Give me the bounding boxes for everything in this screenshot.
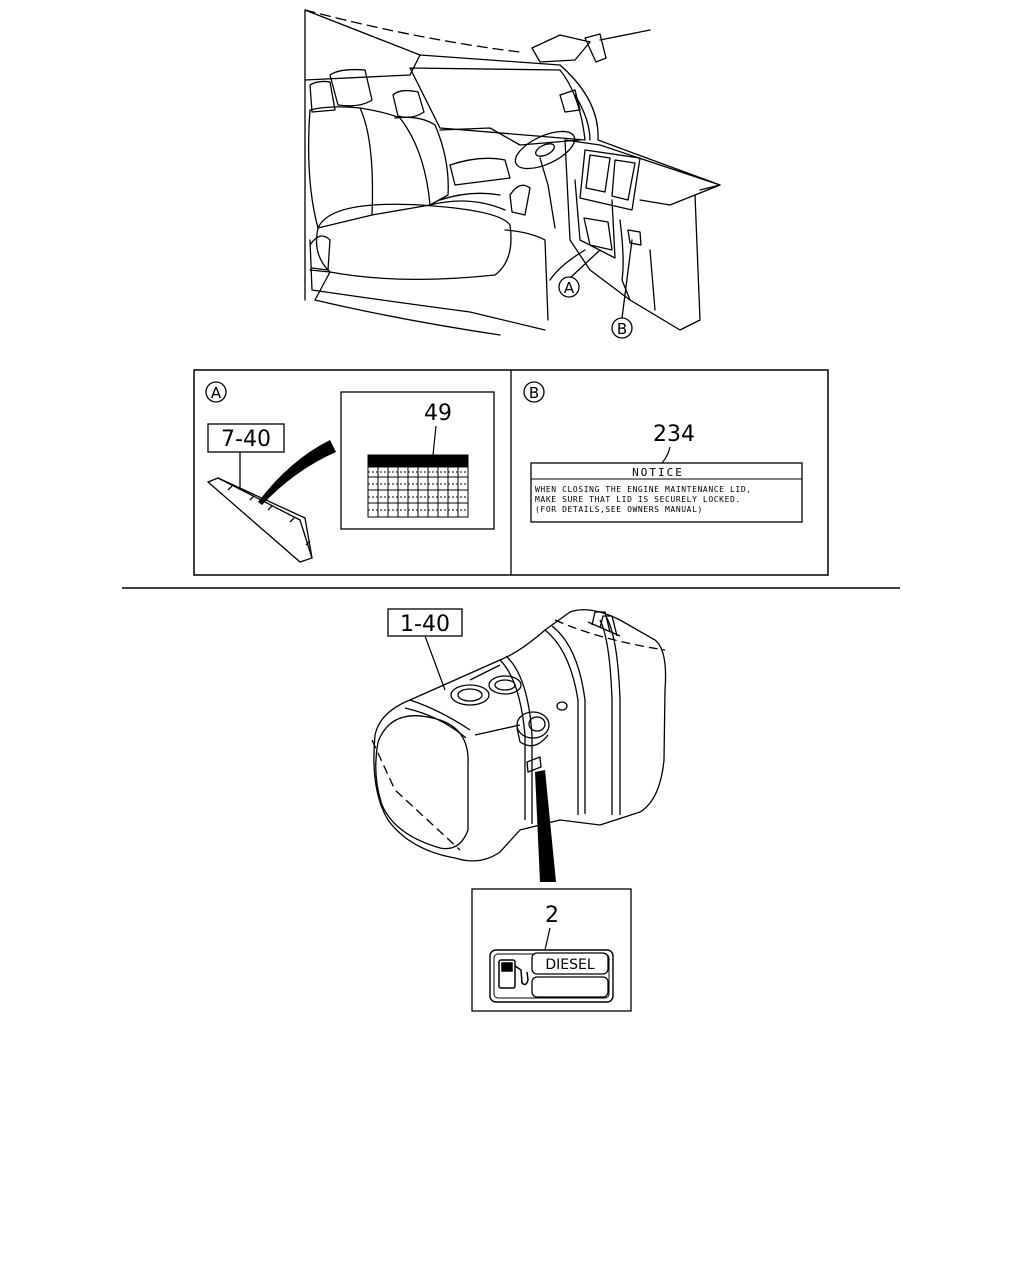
svg-text:7-40: 7-40 [221, 427, 271, 452]
label-49-table [367, 454, 469, 518]
svg-text:B: B [617, 320, 627, 338]
callout-b-marker: B [611, 317, 633, 339]
part-ref-7-40: 7-40 [207, 423, 285, 453]
detail-a: A 7-40 49 [205, 381, 495, 563]
glovebox-lid-illustration [206, 452, 313, 563]
fuel-label-pointer [535, 770, 556, 882]
fuel-type-label: DIESEL [545, 957, 594, 973]
svg-text:A: A [211, 384, 222, 402]
notice-title: NOTICE [632, 466, 684, 479]
svg-text:A: A [564, 279, 575, 297]
fuel-pump-icon [498, 959, 529, 989]
detail-b-marker: B [523, 381, 545, 403]
label-49-frame [340, 391, 495, 530]
detail-b: B 234 NOTICE WHEN CLOSING THE ENGINE MAI… [523, 381, 803, 523]
label-234-part-no: 234 [653, 422, 695, 447]
detail-a-marker: A [205, 381, 227, 403]
notice-label: NOTICE WHEN CLOSING THE ENGINE MAINTENAN… [530, 462, 803, 523]
label-49-part-no: 49 [424, 401, 452, 426]
svg-text:1-40: 1-40 [400, 612, 450, 637]
fuel-label-blank-field [531, 976, 609, 998]
detail-panel [193, 369, 829, 576]
part-ref-1-40: 1-40 [387, 608, 463, 637]
label-2-detail: 2 DIESEL [471, 888, 632, 1012]
notice-line-3: (FOR DETAILS,SEE OWNERS MANUAL) [535, 505, 703, 514]
label-2-part-no: 2 [545, 903, 559, 928]
svg-text:B: B [529, 384, 539, 402]
notice-line-2: MAKE SURE THAT LID IS SECURELY LOCKED. [535, 495, 741, 504]
detail-a-pointer [258, 440, 336, 505]
cab-interior-illustration [304, 9, 721, 336]
notice-line-1: WHEN CLOSING THE ENGINE MAINTENANCE LID, [535, 485, 752, 494]
callout-a-marker: A [558, 276, 580, 298]
fuel-tank-illustration [371, 609, 667, 862]
